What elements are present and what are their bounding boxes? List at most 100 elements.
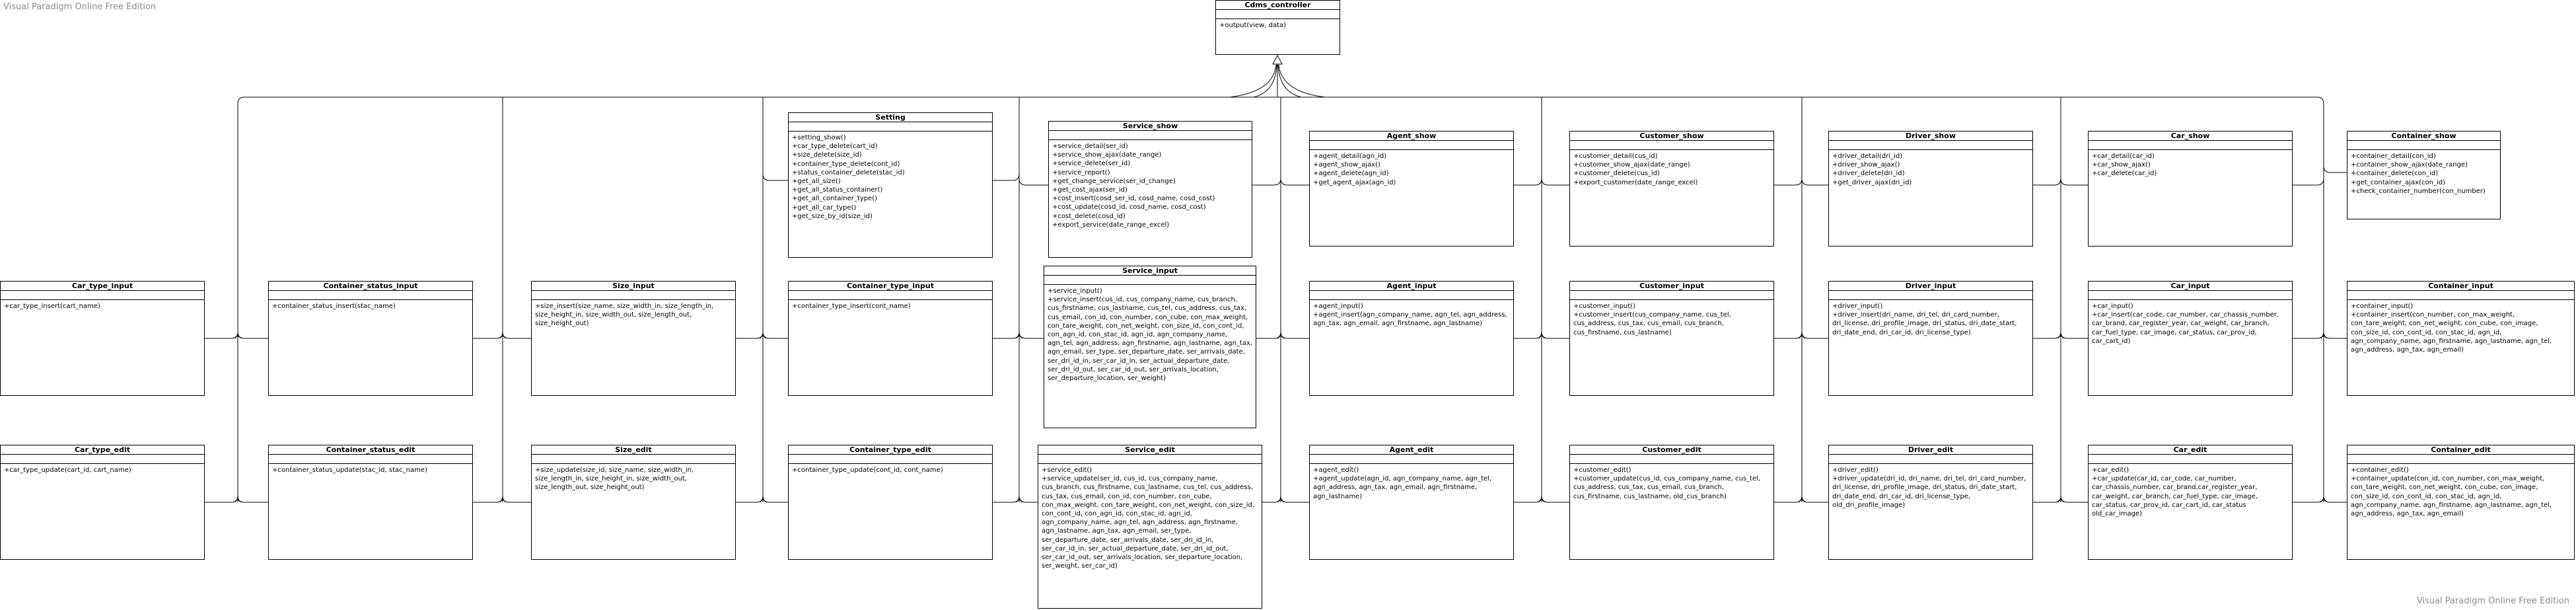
class-operations: +size_insert(size_name, size_width_in, s… — [532, 300, 735, 330]
connector-stub — [1019, 495, 1038, 503]
connector-stub — [1774, 331, 1803, 339]
class-operations: +car_detail(car_id)+car_show_ajax()+car_… — [2089, 150, 2292, 180]
class-operations: +agent_input()+agent_insert(agn_company_… — [1310, 300, 1513, 330]
class-operations: +service_edit()+service_update(ser_id, c… — [1038, 464, 1262, 572]
class-container-type-input[interactable]: Container_type_input+container_type_inse… — [788, 281, 993, 396]
connector-stub — [2060, 495, 2088, 503]
class-container-status-input[interactable]: Container_status_input+container_status_… — [268, 281, 473, 396]
operation: +customer_detail(cus_id) — [1573, 153, 1658, 160]
connector-stub — [736, 495, 764, 503]
class-car-input[interactable]: Car_input +car_input()+car_insert(car_cod… — [2088, 281, 2293, 396]
class-customer-edit[interactable]: Customer_edit+customer_edit()+customer_u… — [1569, 445, 1774, 560]
operation: +car_delete(car_id) — [2092, 170, 2157, 178]
class-attributes — [1049, 131, 1252, 140]
class-operations: +customer_edit()+customer_update(cus_id,… — [1570, 464, 1773, 502]
operation: +agent_insert(agn_company_name, agn_tel,… — [1313, 311, 1507, 328]
operation: +status_container_delete(stac_id) — [792, 169, 905, 176]
connector-stub — [1280, 495, 1309, 503]
class-name: Container_status_input — [269, 282, 472, 291]
class-agent-input[interactable]: Agent_input+agent_input()+agent_insert(a… — [1309, 281, 1514, 396]
connector-hop — [760, 336, 766, 339]
class-driver-edit[interactable]: Driver_edit+driver_edit()+driver_update(… — [1828, 445, 2033, 560]
operation: +car_detail(car_id) — [2092, 153, 2155, 160]
connector-stub — [237, 331, 268, 339]
operation: +get_driver_ajax(dri_id) — [1832, 178, 1912, 186]
operation: +container_delete(con_id) — [2351, 170, 2439, 178]
class-driver-input[interactable]: Driver_input+driver_input()+driver_inser… — [1828, 281, 2033, 396]
class-attributes — [789, 455, 992, 464]
connector-merge — [1229, 64, 1277, 98]
class-size-edit[interactable]: Size_edit+size_update(size_id, size_name… — [531, 445, 736, 560]
class-container-input[interactable]: Container_input+container_input()+contai… — [2347, 281, 2575, 396]
operation: +driver_input() — [1832, 303, 1883, 310]
class-operations: +setting_show()+car_type_delete(cart_id)… — [789, 132, 992, 222]
class-attributes — [1038, 455, 1262, 464]
class-service-edit[interactable]: Service_edit+service_edit()+service_upda… — [1038, 445, 1262, 609]
class-attributes — [1, 291, 204, 300]
operation: +customer_show_ajax(date_range) — [1573, 161, 1690, 169]
class-container-show[interactable]: Container_show+container_detail(con_id)+… — [2347, 131, 2501, 219]
operation: +container_insert(con_number, con_max_we… — [2351, 311, 2552, 354]
class-cdms-controller[interactable]: Cdms_controller+output(view, data) — [1215, 0, 1340, 55]
class-operations: +customer_detail(cus_id)+customer_show_a… — [1570, 150, 1773, 188]
class-operations: +agent_detail(agn_id)+agent_show_ajax()+… — [1310, 150, 1513, 188]
operation: +customer_edit() — [1573, 467, 1631, 474]
class-container-edit[interactable]: Container_edit+container_edit()+containe… — [2347, 445, 2575, 560]
class-agent-show[interactable]: Agent_show+agent_detail(agn_id)+agent_sh… — [1309, 131, 1514, 247]
operation: +cost_update(cosd_id, cosd_name, cosd_co… — [1052, 204, 1206, 211]
class-operations: +container_status_update(stac_id, stac_n… — [269, 464, 472, 476]
class-car-type-input[interactable]: Car_type_input+car_type_insert(cart_name… — [0, 281, 205, 396]
operation: +export_service(date_range_excel) — [1052, 221, 1170, 229]
class-customer-input[interactable]: Customer_input+customer_input()+customer… — [1569, 281, 1774, 396]
operation: +service_update(ser_id, cus_id, cus_comp… — [1042, 475, 1255, 570]
class-car-edit[interactable]: Car_edit+car_edit()+car_update(car_id, c… — [2088, 445, 2293, 560]
operation: +car_input() — [2092, 303, 2133, 310]
operation: +container_show_ajax(date_range) — [2351, 161, 2468, 169]
class-driver-show[interactable]: Driver_show+driver_detail(dri_id)+driver… — [1828, 131, 2033, 247]
class-operations: +container_input()+container_insert(con_… — [2347, 300, 2574, 356]
operation: +get_size_by_id(size_id) — [792, 212, 873, 220]
class-service-input[interactable]: Service_input+service_input()+service_in… — [1044, 266, 1256, 428]
class-setting[interactable]: Setting+setting_show()+car_type_delete(c… — [788, 112, 993, 258]
class-size-input[interactable]: Size_input+size_insert(size_name, size_w… — [531, 281, 736, 396]
class-attributes — [1, 455, 204, 464]
operation: +get_change_service(ser_id_change) — [1052, 177, 1176, 185]
class-operations: +service_input()+service_insert(cus_id, … — [1044, 285, 1256, 384]
class-customer-show[interactable]: Customer_show+customer_detail(cus_id)+cu… — [1569, 131, 1774, 247]
connector-hop — [1538, 336, 1545, 339]
class-car-show[interactable]: Car_show+car_detail(car_id)+car_show_aja… — [2088, 131, 2293, 247]
class-attributes — [2347, 455, 2574, 464]
operation: +container_type_delete(cont_id) — [792, 160, 900, 168]
connector-stub — [1801, 178, 1828, 186]
connector-stub — [2033, 495, 2061, 503]
class-agent-edit[interactable]: Agent_edit+agent_edit()+agent_update(agn… — [1309, 445, 1514, 560]
class-attributes — [1829, 141, 2032, 150]
class-container-type-edit[interactable]: Container_type_edit+container_type_updat… — [788, 445, 993, 560]
connector-hop — [1799, 500, 1805, 503]
class-name: Customer_input — [1570, 282, 1773, 291]
class-name: Customer_show — [1570, 132, 1773, 141]
operation: +get_all_car_type() — [792, 204, 857, 211]
class-container-status-edit[interactable]: Container_status_edit+container_status_u… — [268, 445, 473, 560]
connector-stub — [993, 495, 1020, 503]
class-attributes — [789, 291, 992, 300]
class-name: Agent_edit — [1310, 445, 1513, 455]
class-car-type-edit[interactable]: Car_type_edit+car_type_update(cart_id, c… — [0, 445, 205, 560]
class-attributes — [2089, 141, 2292, 150]
class-attributes — [1829, 291, 2032, 300]
connector-hop — [499, 500, 506, 503]
connector-merge — [1278, 64, 1326, 98]
class-service-show[interactable]: Service_show+service_detail(ser_id)+serv… — [1048, 121, 1252, 258]
operation: +car_insert(car_code, car_number, car_ch… — [2092, 311, 2279, 345]
operation: +service_show_ajax(date_range) — [1052, 151, 1162, 159]
operation: +service_detail(ser_id) — [1052, 143, 1128, 150]
operation: +customer_delete(cus_id) — [1573, 170, 1660, 178]
class-attributes — [532, 455, 735, 464]
operation: +get_cost_ajax(ser_id) — [1052, 186, 1127, 194]
class-operations: +car_type_insert(cart_name) — [1, 300, 204, 312]
class-attributes — [269, 455, 472, 464]
class-attributes — [1570, 291, 1773, 300]
operation: +service_input() — [1048, 287, 1102, 295]
connector-hop — [2057, 336, 2064, 339]
class-name: Car_input — [2089, 282, 2292, 291]
